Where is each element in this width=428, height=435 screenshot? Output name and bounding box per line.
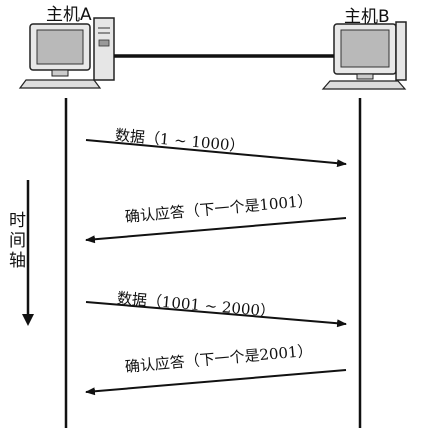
message-arrow-1 (85, 139, 347, 168)
message-arrow-4 (85, 369, 347, 396)
message-arrow-3 (85, 301, 347, 328)
host-b-label: 主机B (344, 7, 390, 27)
time-axis-label-char-1: 时 (9, 211, 26, 231)
host-b-computer-icon (321, 21, 407, 90)
host-a-computer-icon (18, 17, 115, 89)
time-axis-label-char-2: 间 (9, 231, 26, 251)
message-arrow-2 (85, 217, 347, 244)
host-a-label: 主机A (46, 5, 92, 25)
time-axis-label-char-3: 轴 (9, 251, 26, 271)
time-axis-arrowhead (22, 314, 34, 326)
